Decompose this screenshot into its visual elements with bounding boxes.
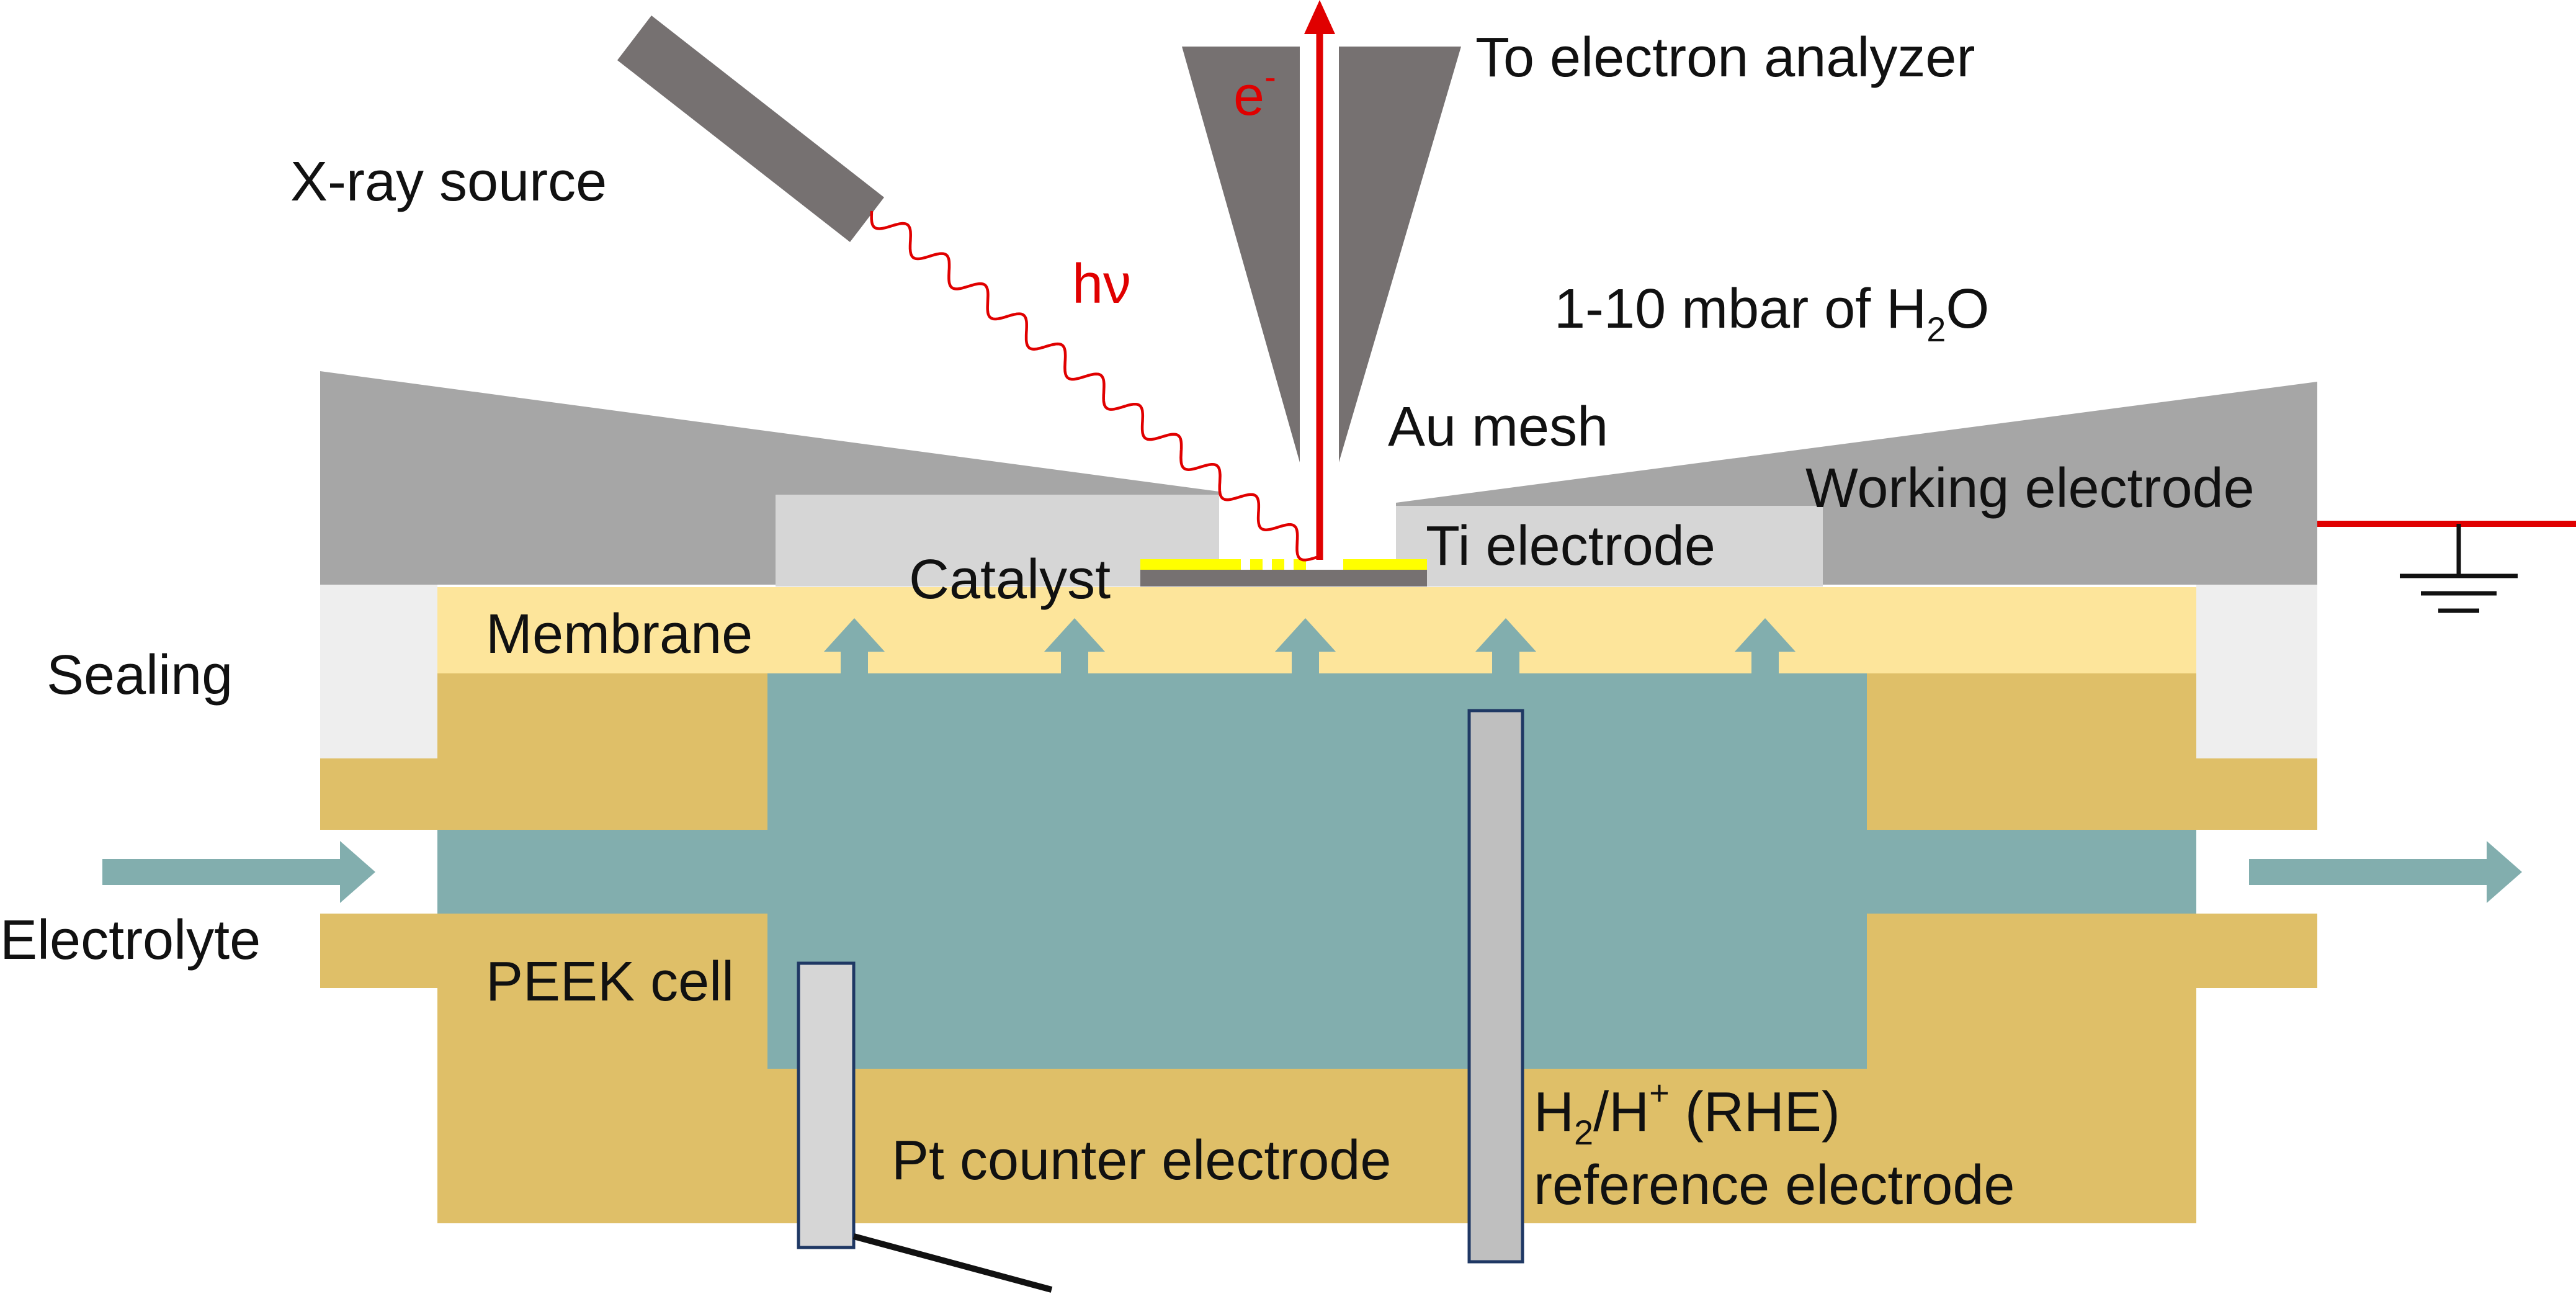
pt-counter-electrode-rod [797, 961, 856, 1249]
electron-label: e- [1233, 57, 1276, 127]
peek-cell-label: PEEK cell [486, 951, 734, 1013]
photon-label: hν [1072, 253, 1131, 315]
up-arrow-4 [1475, 618, 1536, 673]
working-electrode-label: Working electrode [1805, 457, 2255, 519]
electron-beam-arrowhead [1304, 0, 1335, 34]
reference-electrode-label-line2: reference electrode [1534, 1154, 2015, 1216]
peek-right-flange-upper [2190, 758, 2317, 830]
up-arrow-5 [1735, 618, 1796, 673]
analyzer-cone-left [1182, 47, 1300, 462]
pressure-label: 1-10 mbar of H2O [1554, 278, 1989, 349]
up-arrow-3 [1275, 618, 1336, 673]
sealing-right [2196, 585, 2317, 758]
reference-electrode-rod [1467, 709, 1524, 1264]
to-analyzer-label: To electron analyzer [1475, 27, 1975, 89]
sealing-label: Sealing [47, 644, 233, 706]
electrolyte-reservoir [767, 673, 1867, 1069]
electrolyte-outlet-arrow [2249, 841, 2522, 903]
xray-source-tube [617, 16, 884, 242]
electrolyte-label: Electrolyte [0, 909, 261, 971]
analyzer-cone-right [1339, 47, 1461, 462]
peek-left-flange-upper [320, 758, 444, 830]
pt-counter-wire [852, 1233, 1053, 1293]
up-arrow-2 [1044, 618, 1105, 673]
ground-icon [2400, 524, 2518, 613]
catalyst-substrate [1140, 570, 1427, 587]
sealing-left [320, 585, 437, 758]
xray-source-label: X-ray source [290, 151, 607, 213]
membrane-label: Membrane [486, 603, 753, 665]
peek-right-flange-lower [2190, 914, 2317, 988]
peek-left-flange-lower [320, 914, 444, 988]
au-mesh-catalyst [1140, 559, 1427, 570]
au-mesh-label: Au mesh [1388, 396, 1608, 458]
pt-counter-electrode-label: Pt counter electrode [892, 1130, 1391, 1192]
catalyst-label: Catalyst [909, 549, 1111, 611]
ti-electrode-label: Ti electrode [1426, 515, 1715, 577]
reference-electrode-label-line1: H2/H+ (RHE) [1534, 1073, 1840, 1152]
ti-electrode-right [1396, 506, 1823, 587]
up-arrow-1 [824, 618, 885, 673]
electrolyte-inlet-arrow [102, 841, 375, 903]
photon-beam-wave [870, 210, 1317, 562]
proton-flow-arrows [824, 618, 1796, 673]
